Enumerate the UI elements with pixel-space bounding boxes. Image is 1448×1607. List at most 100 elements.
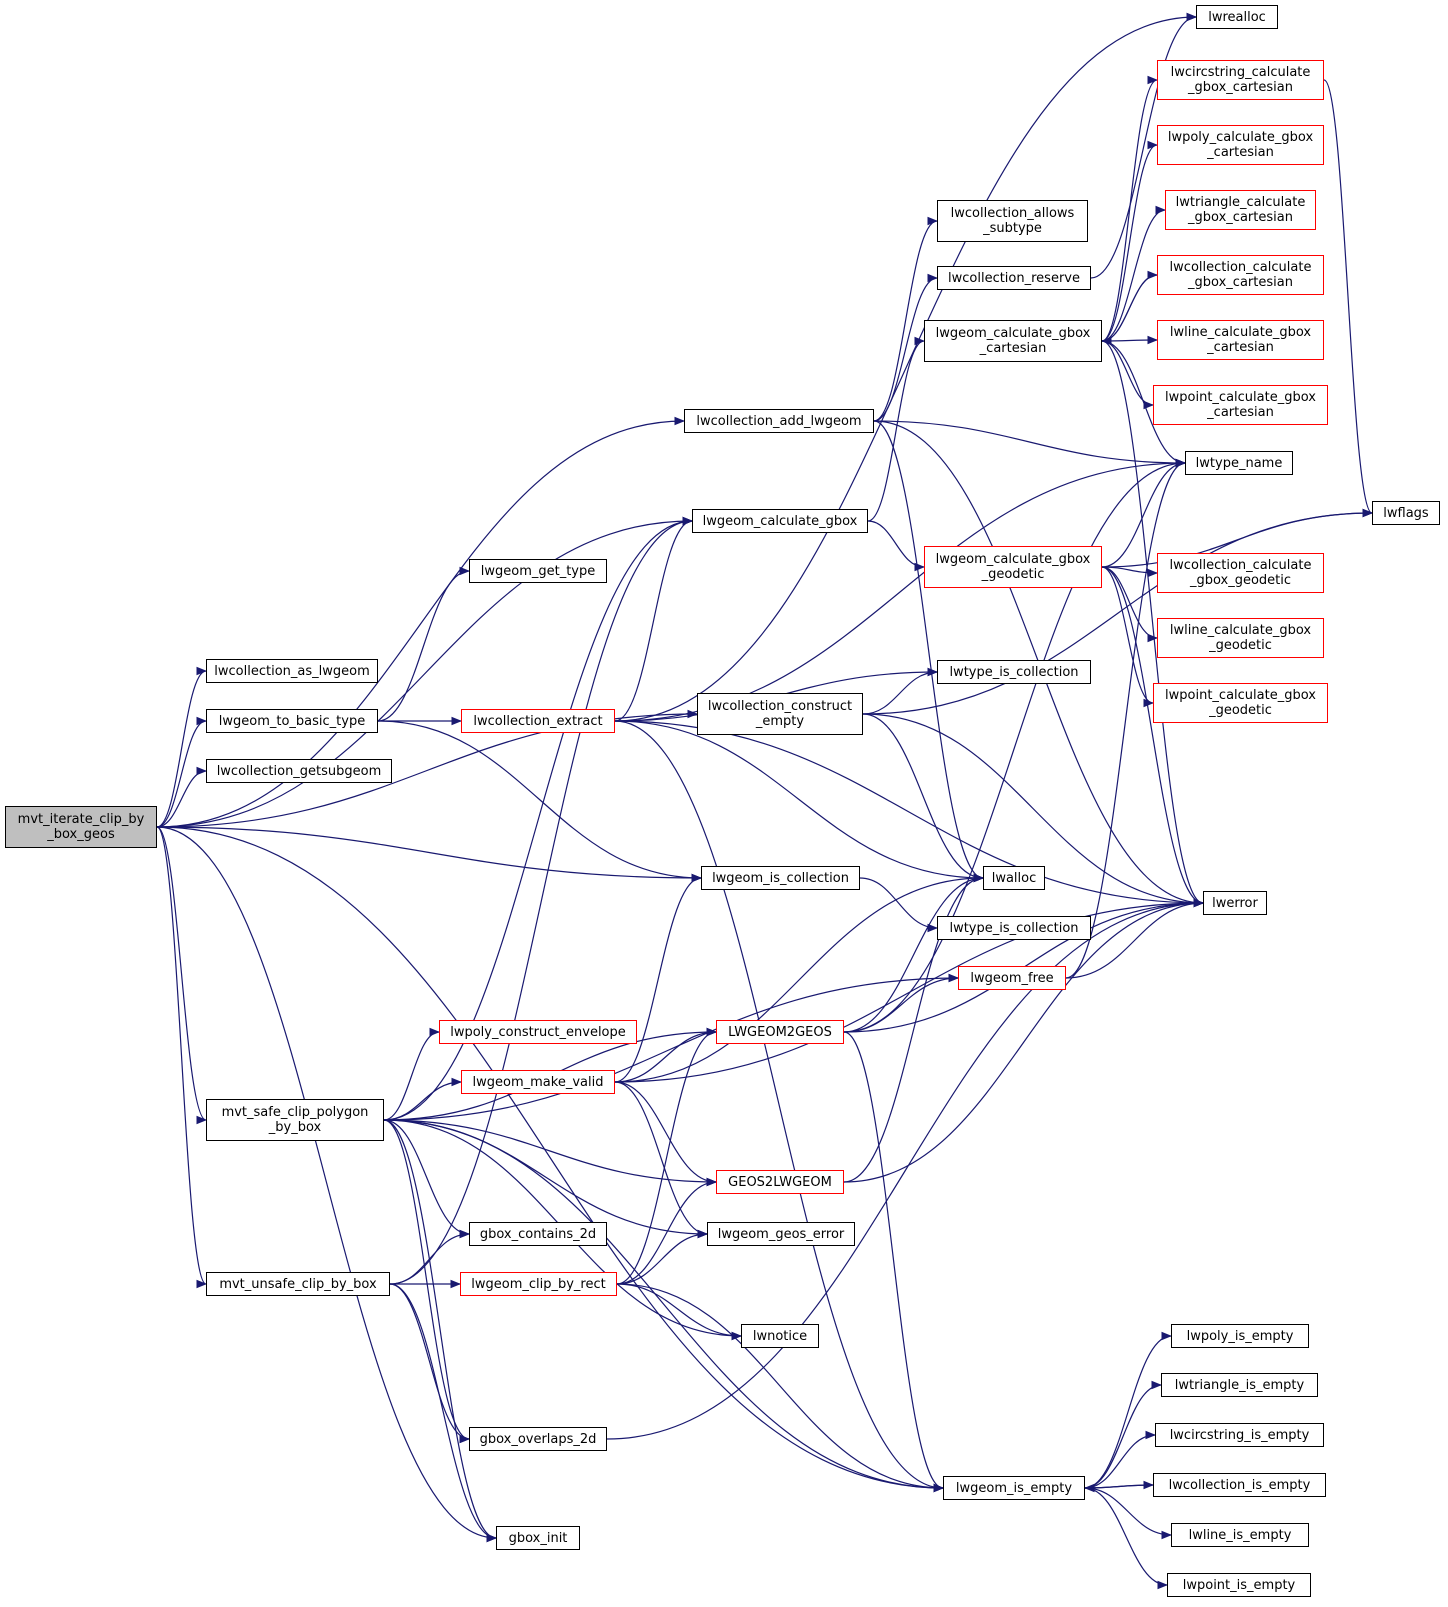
edge-lwgeom-calculate-gbox-cartesian-to-lwpoint-calculate-gbox-cartesian — [1101, 340, 1155, 410]
node-lwtype-is-collection-a[interactable]: lwtype_is_collection — [937, 660, 1091, 684]
node-lwpoint-calculate-gbox-cartesian[interactable]: lwpoint_calculate_gbox_cartesian — [1153, 385, 1328, 425]
node-label-line: lwcollection_is_empty — [1168, 1477, 1311, 1493]
edge-lwcollection-extract-to-lwgeom-is-empty — [614, 720, 945, 1493]
node-lwcollection-calculate-gbox-geodetic[interactable]: lwcollection_calculate_gbox_geodetic — [1157, 553, 1324, 593]
node-lwcollection-as-lwgeom[interactable]: lwcollection_as_lwgeom — [206, 659, 378, 683]
node-lwcircstring-is-empty[interactable]: lwcircstring_is_empty — [1155, 1423, 1324, 1447]
edge-mvt-safe-clip-to-lwgeom-free — [383, 973, 960, 1121]
node-lwgeom-is-empty[interactable]: lwgeom_is_empty — [943, 1476, 1085, 1500]
node-lwline-is-empty[interactable]: lwline_is_empty — [1171, 1523, 1309, 1547]
node-lwpoly-calculate-gbox-cartesian[interactable]: lwpoly_calculate_gbox_cartesian — [1157, 125, 1324, 165]
node-gbox-contains-2d[interactable]: gbox_contains_2d — [469, 1222, 607, 1246]
node-label-line: lwtype_is_collection — [949, 920, 1079, 936]
node-lwline-calculate-gbox-geodetic[interactable]: lwline_calculate_gbox_geodetic — [1157, 618, 1324, 658]
edge-lwgeom2geos-to-lwgeom-is-empty — [843, 1031, 945, 1493]
node-root[interactable]: mvt_iterate_clip_by_box_geos — [5, 806, 157, 848]
node-lwcircstring-calculate-gbox-cartesian[interactable]: lwcircstring_calculate_gbox_cartesian — [1157, 60, 1324, 100]
node-lwgeom-is-collection[interactable]: lwgeom_is_collection — [701, 866, 860, 890]
node-lwtype-is-collection-b[interactable]: lwtype_is_collection — [937, 916, 1091, 940]
node-mvt-unsafe-clip[interactable]: mvt_unsafe_clip_by_box — [206, 1272, 390, 1296]
edge-lwgeom-free-to-lwtype-name — [1065, 458, 1187, 979]
edge-mvt-safe-clip-to-gbox-overlaps-2d — [383, 1119, 471, 1444]
node-lwrealloc[interactable]: lwrealloc — [1196, 5, 1278, 29]
node-lwcollection-calculate-gbox-cartesian[interactable]: lwcollection_calculate_gbox_cartesian — [1157, 255, 1324, 295]
node-lwpoly-is-empty[interactable]: lwpoly_is_empty — [1171, 1324, 1309, 1348]
node-label-line: lwtype_is_collection — [949, 664, 1079, 680]
node-mvt-safe-clip[interactable]: mvt_safe_clip_polygon_by_box — [206, 1099, 384, 1141]
edge-lwgeom-calculate-gbox-to-lwgeom-calculate-gbox-cartesian — [867, 336, 926, 522]
node-label-line: _gbox_geodetic — [1189, 573, 1292, 588]
node-lwcollection-reserve[interactable]: lwcollection_reserve — [937, 266, 1091, 290]
edge-mvt-safe-clip-to-lwgeom-calculate-gbox — [383, 516, 694, 1121]
node-label-line: lwpoint_calculate_gbox — [1165, 688, 1316, 703]
node-geos2lwgeom[interactable]: GEOS2LWGEOM — [716, 1170, 844, 1194]
node-lwgeom-get-type[interactable]: lwgeom_get_type — [469, 559, 607, 583]
node-label-line: lwtriangle_calculate — [1175, 195, 1306, 210]
node-label-line: lwpoint_calculate_gbox — [1165, 390, 1316, 405]
edge-mvt-safe-clip-to-gbox-contains-2d — [383, 1119, 471, 1239]
node-lwpoint-is-empty[interactable]: lwpoint_is_empty — [1167, 1573, 1311, 1597]
node-label-line: _geodetic — [1209, 703, 1272, 718]
node-lwcollection-extract[interactable]: lwcollection_extract — [461, 709, 615, 733]
edge-mvt-safe-clip-to-lwgeom-is-empty — [383, 1119, 945, 1493]
node-lwgeom-calculate-gbox-geodetic[interactable]: lwgeom_calculate_gbox_geodetic — [924, 546, 1102, 588]
edge-lwgeom-make-valid-to-geos2lwgeom — [614, 1081, 718, 1187]
edge-root-to-lwgeom-is-empty — [156, 826, 945, 1493]
node-label-line: gbox_overlaps_2d — [479, 1431, 597, 1447]
node-label-line: lwline_calculate_gbox — [1169, 325, 1312, 340]
node-lwgeom-geos-error[interactable]: lwgeom_geos_error — [707, 1222, 855, 1246]
node-label-line: mvt_iterate_clip_by — [17, 812, 145, 827]
node-label-line: lwpoint_is_empty — [1182, 1577, 1296, 1593]
node-lwgeom-make-valid[interactable]: lwgeom_make_valid — [461, 1070, 615, 1094]
edge-lwgeom2geos-to-lwtype-name — [843, 458, 1187, 1033]
node-lwgeom-calculate-gbox[interactable]: lwgeom_calculate_gbox — [692, 509, 868, 533]
edge-lwcollection-add-lwgeom-to-lwalloc — [873, 420, 985, 883]
node-label-line: lwgeom_is_collection — [712, 870, 849, 886]
node-label-line: _gbox_cartesian — [1188, 210, 1293, 225]
node-lwflags[interactable]: lwflags — [1372, 501, 1440, 525]
node-gbox-overlaps-2d[interactable]: gbox_overlaps_2d — [469, 1427, 607, 1451]
edge-mvt-safe-clip-to-lwpoly-construct-envelope — [383, 1027, 441, 1121]
edge-lwgeom-is-empty-to-lwtriangle-is-empty — [1084, 1380, 1163, 1489]
node-gbox-init[interactable]: gbox_init — [496, 1526, 580, 1550]
node-lwalloc[interactable]: lwalloc — [983, 866, 1045, 890]
node-lwcollection-construct-empty[interactable]: lwcollection_construct_empty — [697, 693, 863, 735]
node-label-line: _gbox_cartesian — [1188, 80, 1293, 95]
node-lwcollection-add-lwgeom[interactable]: lwcollection_add_lwgeom — [684, 409, 874, 433]
node-lwgeom2geos[interactable]: LWGEOM2GEOS — [716, 1020, 844, 1044]
node-lwgeom-calculate-gbox-cartesian[interactable]: lwgeom_calculate_gbox_cartesian — [924, 320, 1102, 362]
node-label-line: lwcollection_as_lwgeom — [214, 663, 370, 679]
node-lwtype-name[interactable]: lwtype_name — [1185, 451, 1293, 475]
node-lwline-calculate-gbox-cartesian[interactable]: lwline_calculate_gbox_cartesian — [1157, 320, 1324, 360]
node-label-line: lwline_calculate_gbox — [1169, 623, 1312, 638]
edge-root-to-lwcollection-getsubgeom — [156, 766, 208, 828]
edge-lwgeom2geos-to-lwalloc — [843, 873, 985, 1033]
node-lwtriangle-calculate-gbox-cartesian[interactable]: lwtriangle_calculate_gbox_cartesian — [1165, 190, 1316, 230]
node-lwcollection-is-empty[interactable]: lwcollection_is_empty — [1153, 1473, 1326, 1497]
node-lwerror[interactable]: lwerror — [1203, 891, 1267, 915]
node-lwgeom-free[interactable]: lwgeom_free — [958, 966, 1066, 990]
node-lwgeom-to-basic-type[interactable]: lwgeom_to_basic_type — [206, 709, 378, 733]
edge-mvt-unsafe-clip-to-gbox-init — [389, 1283, 498, 1543]
node-label-line: lwcollection_extract — [473, 713, 603, 729]
edge-lwgeom-is-empty-to-lwpoly-is-empty — [1084, 1331, 1173, 1489]
edge-lwgeom-calculate-gbox-to-lwgeom-calculate-gbox-geodetic — [867, 520, 926, 572]
node-label-line: _subtype — [983, 221, 1042, 236]
node-lwgeom-clip-by-rect[interactable]: lwgeom_clip_by_rect — [460, 1272, 617, 1296]
node-lwnotice[interactable]: lwnotice — [741, 1324, 819, 1348]
node-lwtriangle-is-empty[interactable]: lwtriangle_is_empty — [1161, 1373, 1318, 1397]
node-lwcollection-getsubgeom[interactable]: lwcollection_getsubgeom — [206, 759, 392, 783]
edge-lwcollection-construct-empty-to-lwtype-is-collection-a — [862, 667, 939, 715]
node-label-line: _cartesian — [1207, 145, 1274, 160]
edge-lwgeom-calculate-gbox-geodetic-to-lwerror — [1101, 566, 1205, 908]
edge-lwgeom-calculate-gbox-cartesian-to-lwcircstring-calculate-gbox-cartesian — [1101, 75, 1159, 342]
edge-lwgeom-free-to-lwerror — [1065, 898, 1205, 979]
edge-root-to-lwgeom-is-collection — [156, 826, 703, 883]
node-label-line: _gbox_cartesian — [1188, 275, 1293, 290]
edge-lwcollection-add-lwgeom-to-lwcollection-reserve — [873, 273, 939, 422]
node-lwcollection-allows-subtype[interactable]: lwcollection_allows_subtype — [937, 200, 1088, 242]
node-lwpoly-construct-envelope[interactable]: lwpoly_construct_envelope — [439, 1020, 637, 1044]
node-label-line: _cartesian — [979, 341, 1047, 356]
node-lwpoint-calculate-gbox-geodetic[interactable]: lwpoint_calculate_gbox_geodetic — [1153, 683, 1328, 723]
